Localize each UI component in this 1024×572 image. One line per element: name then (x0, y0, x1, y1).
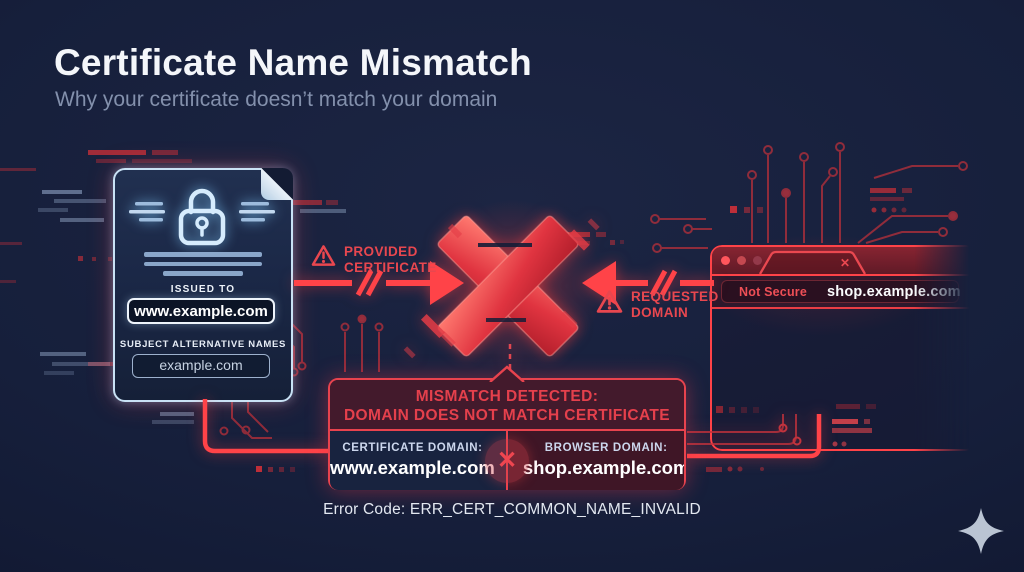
requested-domain-label: REQUESTED DOMAIN (596, 289, 719, 321)
certificate-domain-label: CERTIFICATE DOMAIN: (342, 442, 483, 454)
requested-label-line2: DOMAIN (631, 305, 689, 320)
san-label: SUBJECT ALTERNATIVE NAMES (119, 339, 287, 350)
browser-domain-cell: BROWSER DOMAIN: shop.example.com (508, 431, 684, 490)
callout-browser-trace (687, 414, 822, 459)
cell-divider (506, 431, 508, 490)
window-dot-2[interactable] (737, 256, 746, 265)
certificate-document: ISSUED TO www.example.com SUBJECT ALTERN… (113, 168, 293, 402)
provided-warning-icon (311, 245, 336, 266)
certificate-text-placeholder-lines (115, 252, 291, 276)
mismatch-body: CERTIFICATE DOMAIN: www.example.com BROW… (330, 429, 684, 490)
mismatch-x-badge: ✕ (485, 438, 529, 483)
browser-titlebar: ✕ (712, 247, 972, 276)
provided-label-line2: CERTIFICATE (344, 260, 437, 275)
requested-label-line1: REQUESTED (631, 289, 719, 304)
tab-close-icon[interactable]: ✕ (840, 256, 850, 270)
mismatch-header-line1: MISMATCH DETECTED: (415, 387, 599, 405)
browser-tab[interactable]: ✕ (757, 250, 873, 274)
address-bar[interactable]: Not Secure shop.example.com (721, 280, 961, 303)
issued-to-label: ISSUED TO (170, 284, 236, 295)
page-fold-corner (261, 168, 293, 200)
arrow-provided-certificate (294, 261, 464, 305)
provided-certificate-label: PROVIDED CERTIFICATE (311, 244, 437, 276)
certificate-domain-box: www.example.com (127, 298, 275, 324)
lock-icon (129, 188, 275, 246)
window-control-dots[interactable] (721, 256, 762, 265)
not-secure-label: Not Secure (739, 284, 807, 299)
window-dot-3[interactable] (753, 256, 762, 265)
browser-window: ✕ Not Secure shop.example.com (710, 245, 972, 486)
page-subtitle: Why your certificate doesn’t match your … (55, 88, 498, 111)
window-dot-1[interactable] (721, 256, 730, 265)
browser-domain-label: BROWSER DOMAIN: (544, 442, 668, 454)
error-code-text: Error Code: ERR_CERT_COMMON_NAME_INVALID (323, 501, 701, 518)
mismatch-header-line2: DOMAIN DOES NOT MATCH CERTIFICATE (343, 406, 671, 424)
glitch-x-icon (403, 215, 600, 359)
certificate-callout-trace (202, 399, 329, 454)
san-value-box: example.com (132, 354, 270, 378)
mismatch-callout: MISMATCH DETECTED: DOMAIN DOES NOT MATCH… (328, 365, 686, 490)
page-title: Certificate Name Mismatch (54, 42, 532, 83)
browser-domain-value: shop.example.com (522, 457, 684, 478)
certificate-domain-value: www.example.com (330, 457, 495, 478)
four-point-star-icon (958, 508, 1004, 554)
requested-warning-icon (596, 290, 623, 313)
certificate-domain-cell: CERTIFICATE DOMAIN: www.example.com (330, 431, 509, 490)
callout-notch (489, 365, 525, 382)
browser-url[interactable]: shop.example.com (827, 283, 961, 300)
browser-address-strip: Not Secure shop.example.com (712, 276, 972, 309)
mismatch-header: MISMATCH DETECTED: DOMAIN DOES NOT MATCH… (330, 380, 684, 429)
provided-label-line1: PROVIDED (344, 244, 418, 259)
